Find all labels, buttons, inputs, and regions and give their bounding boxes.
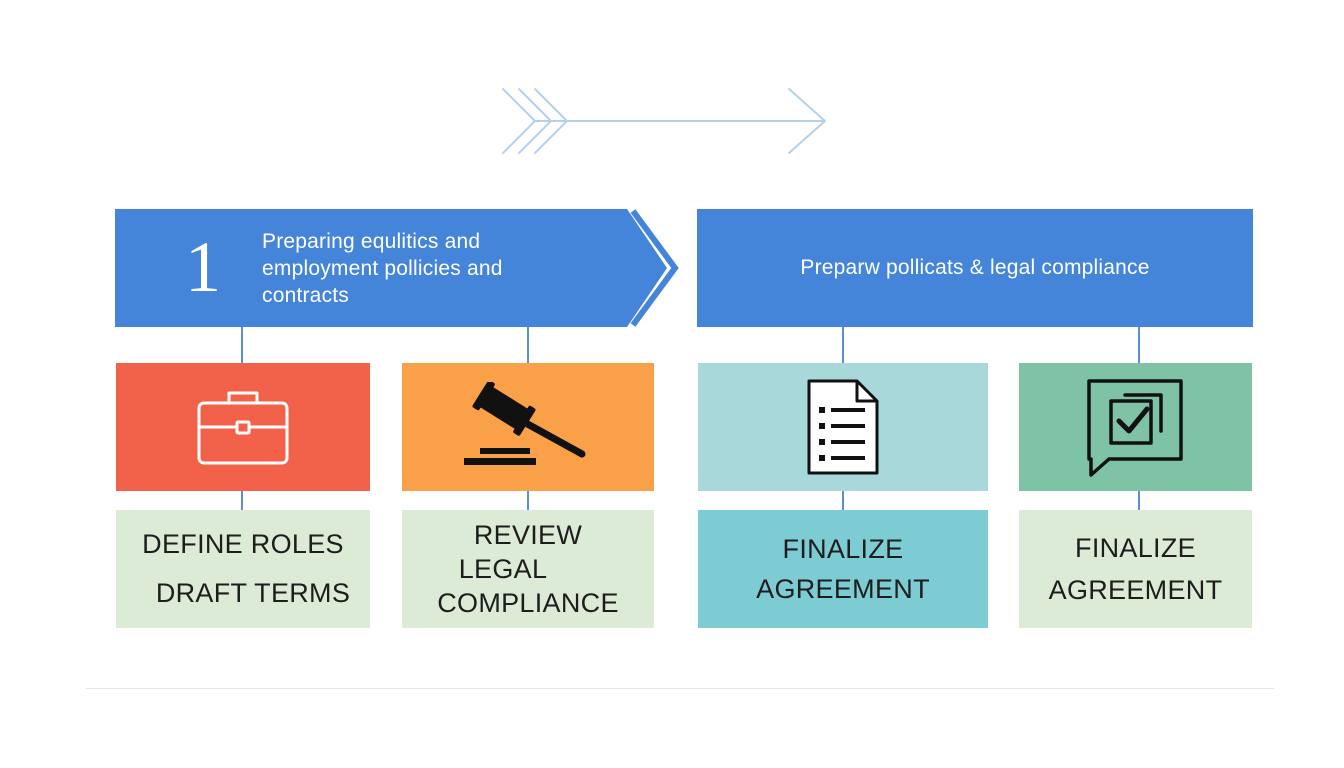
step-label-roles: DEFINE ROLES DRAFT TERMS <box>116 510 370 628</box>
stage-banner-right: Preparw pollicats & legal compliance <box>697 209 1253 327</box>
step-label-line: FINALIZE <box>782 534 904 564</box>
document-list-icon <box>807 379 879 475</box>
divider <box>86 688 1274 689</box>
connector-line <box>241 491 243 510</box>
gavel-icon <box>464 382 586 465</box>
step-label-finalize-a: FINALIZE AGREEMENT <box>698 510 988 628</box>
step-label-line: DRAFT TERMS <box>155 578 351 608</box>
step-number: 1 <box>185 227 221 307</box>
step-label-finalize-b: FINALIZE AGREEMENT <box>1019 510 1252 628</box>
step-label-line: LEGAL <box>458 554 548 584</box>
step-tile-finalize-b <box>1019 363 1252 491</box>
connector-line <box>527 327 529 363</box>
connector-line <box>842 491 844 510</box>
flow-arrow-icon <box>502 88 826 154</box>
stage-title-line: employment pollicies and <box>262 257 503 280</box>
step-label-line: COMPLIANCE <box>437 588 619 618</box>
stage-title-line: contracts <box>262 284 349 307</box>
connector-line <box>1138 491 1140 510</box>
connector-line <box>241 327 243 363</box>
connector-line <box>527 491 529 510</box>
step-label-line: REVIEW <box>473 520 583 550</box>
checkbox-message-icon <box>1086 379 1183 477</box>
connector-line <box>1138 327 1140 363</box>
step-tile-finalize-a <box>698 363 988 491</box>
step-label-line: DEFINE ROLES <box>142 529 344 559</box>
step-tile-legal <box>402 363 654 491</box>
briefcase-icon <box>197 391 289 465</box>
stage-title-line: Preparing equlitics and <box>262 230 481 253</box>
step-tile-roles <box>116 363 370 491</box>
step-label-line: AGREEMENT <box>1048 575 1223 605</box>
step-label-line: AGREEMENT <box>756 574 930 604</box>
stage-banner-left <box>115 209 679 327</box>
step-label-line: FINALIZE <box>1075 533 1196 563</box>
connector-line <box>842 327 844 363</box>
stage-title-left: Preparing equlitics and employment polli… <box>262 228 622 309</box>
stage-title-right: Preparw pollicats & legal compliance <box>800 256 1150 279</box>
step-label-legal: REVIEW LEGAL COMPLIANCE <box>402 510 654 628</box>
